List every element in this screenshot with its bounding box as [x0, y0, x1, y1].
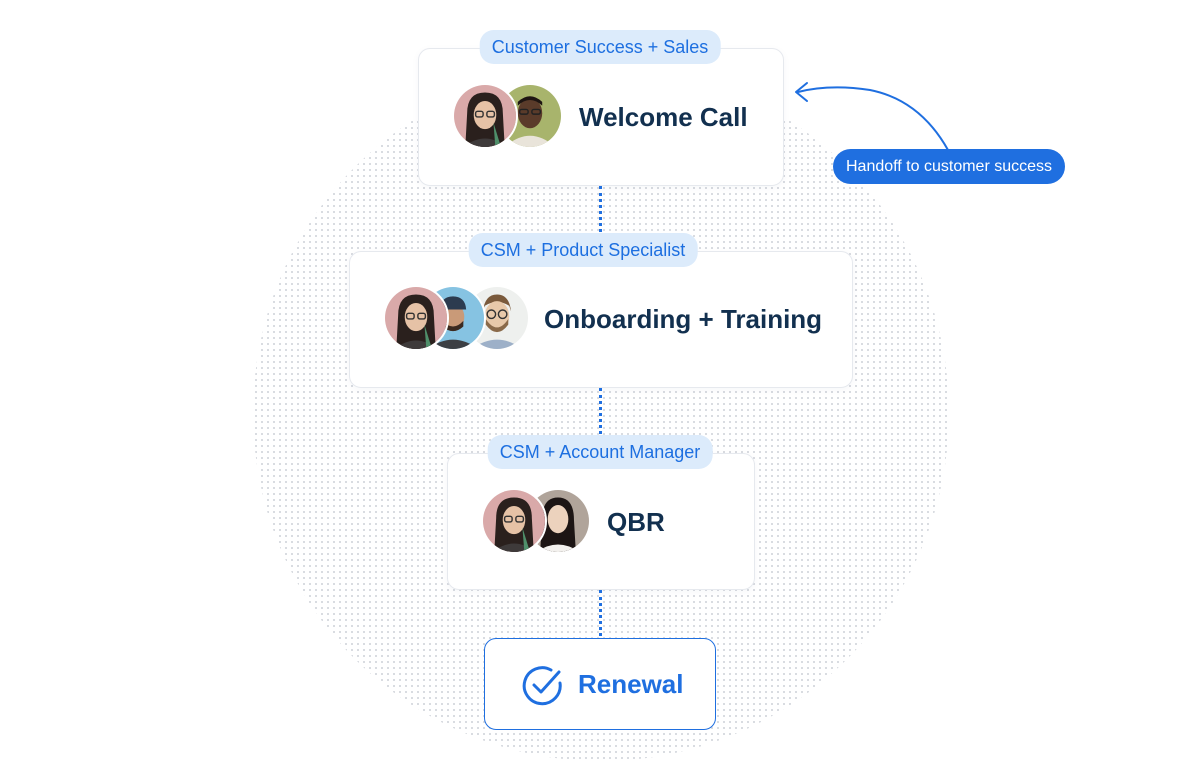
handoff-badge: Handoff to customer success [833, 149, 1065, 184]
renewal-label: Renewal [578, 669, 684, 699]
renewal-card: Renewal [484, 638, 716, 730]
team-label-customer-success-sales: Customer Success + Sales [479, 30, 721, 64]
team-label-csm-account-manager: CSM + Account Manager [487, 435, 713, 469]
check-circle-icon [522, 666, 562, 706]
stage-title-qbr: QBR [607, 507, 665, 537]
stage-title-welcome-call: Welcome Call [579, 102, 748, 132]
dotted-connector [599, 186, 602, 232]
woman-glasses-avatar [481, 488, 547, 554]
team-label-csm-product-specialist: CSM + Product Specialist [468, 233, 698, 267]
woman-glasses-avatar [452, 83, 518, 149]
stage-title-onboarding-training: Onboarding + Training [544, 304, 823, 334]
woman-glasses-avatar [383, 285, 449, 351]
dotted-connector [599, 388, 602, 434]
dotted-connector [599, 590, 602, 636]
curved-arrow-icon [795, 82, 949, 151]
